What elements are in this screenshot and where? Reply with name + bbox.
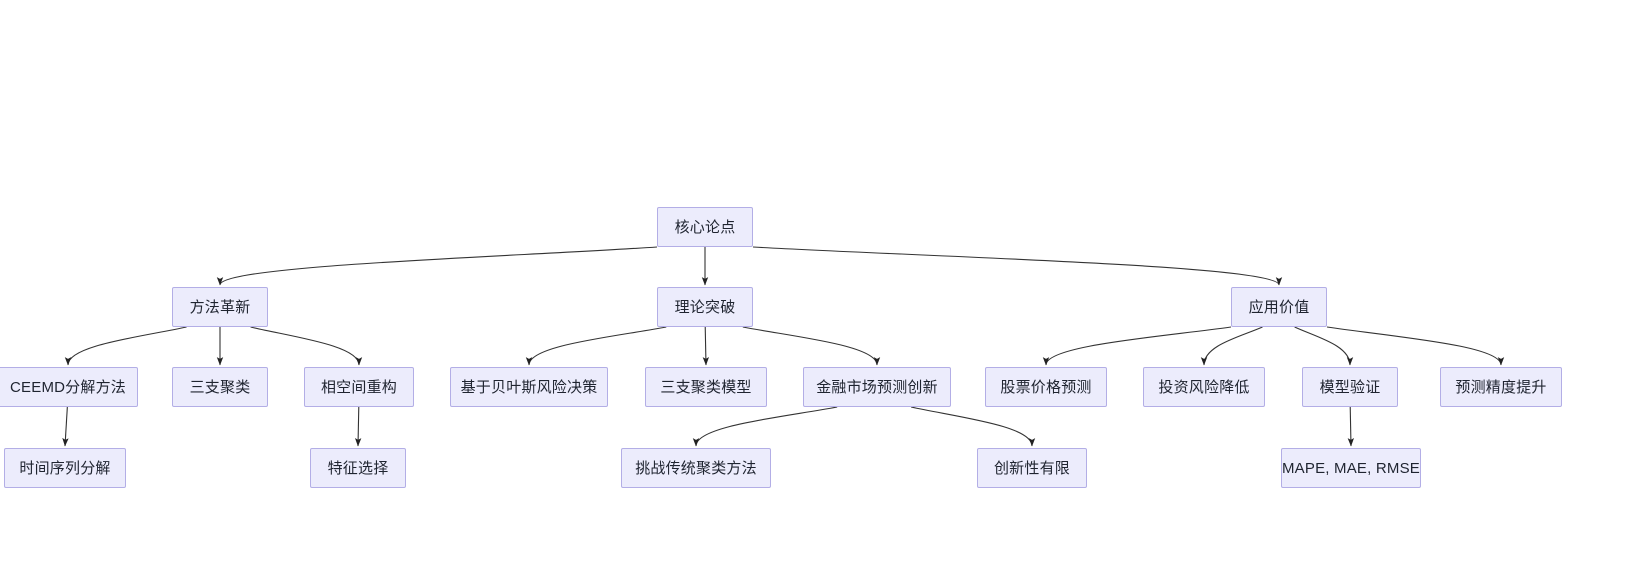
- edge-l1c-to-l2g: [1042, 326, 1232, 366]
- node-label: 应用价值: [1248, 298, 1310, 316]
- node-l2i[interactable]: 模型验证: [1302, 367, 1398, 407]
- node-label: CEEMD分解方法: [10, 378, 126, 396]
- node-l1a[interactable]: 方法革新: [172, 287, 268, 327]
- node-l2e[interactable]: 三支聚类模型: [645, 367, 767, 407]
- node-l2b[interactable]: 三支聚类: [172, 367, 268, 407]
- node-label: 方法革新: [189, 298, 251, 316]
- edge-l2i-to-l3e: [1347, 406, 1355, 447]
- node-label: 创新性有限: [993, 459, 1070, 477]
- node-l2f[interactable]: 金融市场预测创新: [803, 367, 951, 407]
- edge-root-to-l1c: [752, 246, 1283, 286]
- node-label: 核心论点: [674, 218, 736, 236]
- edge-l1c-to-l2i: [1294, 326, 1354, 366]
- node-label: 基于贝叶斯风险决策: [460, 378, 598, 396]
- node-label: 时间序列分解: [19, 459, 111, 477]
- edge-l1c-to-l2h: [1200, 326, 1263, 366]
- node-label: 预测精度提升: [1455, 378, 1547, 396]
- edge-l1a-to-l2a: [64, 326, 187, 366]
- node-label: 相空间重构: [320, 378, 397, 396]
- node-l3d[interactable]: 创新性有限: [977, 448, 1087, 488]
- edge-l1c-to-l2j: [1326, 326, 1505, 366]
- edge-l2f-to-l3c: [692, 406, 838, 447]
- node-label: 投资风险降低: [1158, 378, 1250, 396]
- node-l2h[interactable]: 投资风险降低: [1143, 367, 1265, 407]
- edge-l1b-to-l2f: [742, 326, 881, 366]
- node-label: 模型验证: [1319, 378, 1381, 396]
- edge-l2c-to-l3b: [354, 406, 362, 447]
- node-label: 三支聚类: [189, 378, 251, 396]
- edge-l1b-to-l2d: [525, 326, 667, 366]
- node-l3b[interactable]: 特征选择: [310, 448, 406, 488]
- node-l1b[interactable]: 理论突破: [657, 287, 753, 327]
- node-root[interactable]: 核心论点: [657, 207, 753, 247]
- edge-l1a-to-l2c: [250, 326, 363, 366]
- edge-root-to-l1a: [216, 246, 658, 286]
- node-label: MAPE, MAE, RMSE: [1281, 459, 1421, 477]
- node-l2c[interactable]: 相空间重构: [304, 367, 414, 407]
- node-label: 特征选择: [327, 459, 389, 477]
- edge-l1b-to-l2e: [702, 326, 710, 366]
- node-label: 股票价格预测: [1000, 378, 1092, 396]
- node-l2j[interactable]: 预测精度提升: [1440, 367, 1562, 407]
- node-l3a[interactable]: 时间序列分解: [4, 448, 126, 488]
- node-l3c[interactable]: 挑战传统聚类方法: [621, 448, 771, 488]
- node-l2g[interactable]: 股票价格预测: [985, 367, 1107, 407]
- node-l3e[interactable]: MAPE, MAE, RMSE: [1281, 448, 1421, 488]
- edge-paths: [62, 246, 1505, 447]
- node-label: 挑战传统聚类方法: [635, 459, 757, 477]
- node-l2d[interactable]: 基于贝叶斯风险决策: [450, 367, 608, 407]
- node-label: 理论突破: [674, 298, 736, 316]
- edge-l2f-to-l3d: [910, 406, 1036, 447]
- edge-l2a-to-l3a: [62, 406, 69, 447]
- node-l2a[interactable]: CEEMD分解方法: [0, 367, 138, 407]
- node-label: 金融市场预测创新: [816, 378, 938, 396]
- node-l1c[interactable]: 应用价值: [1231, 287, 1327, 327]
- node-label: 三支聚类模型: [660, 378, 752, 396]
